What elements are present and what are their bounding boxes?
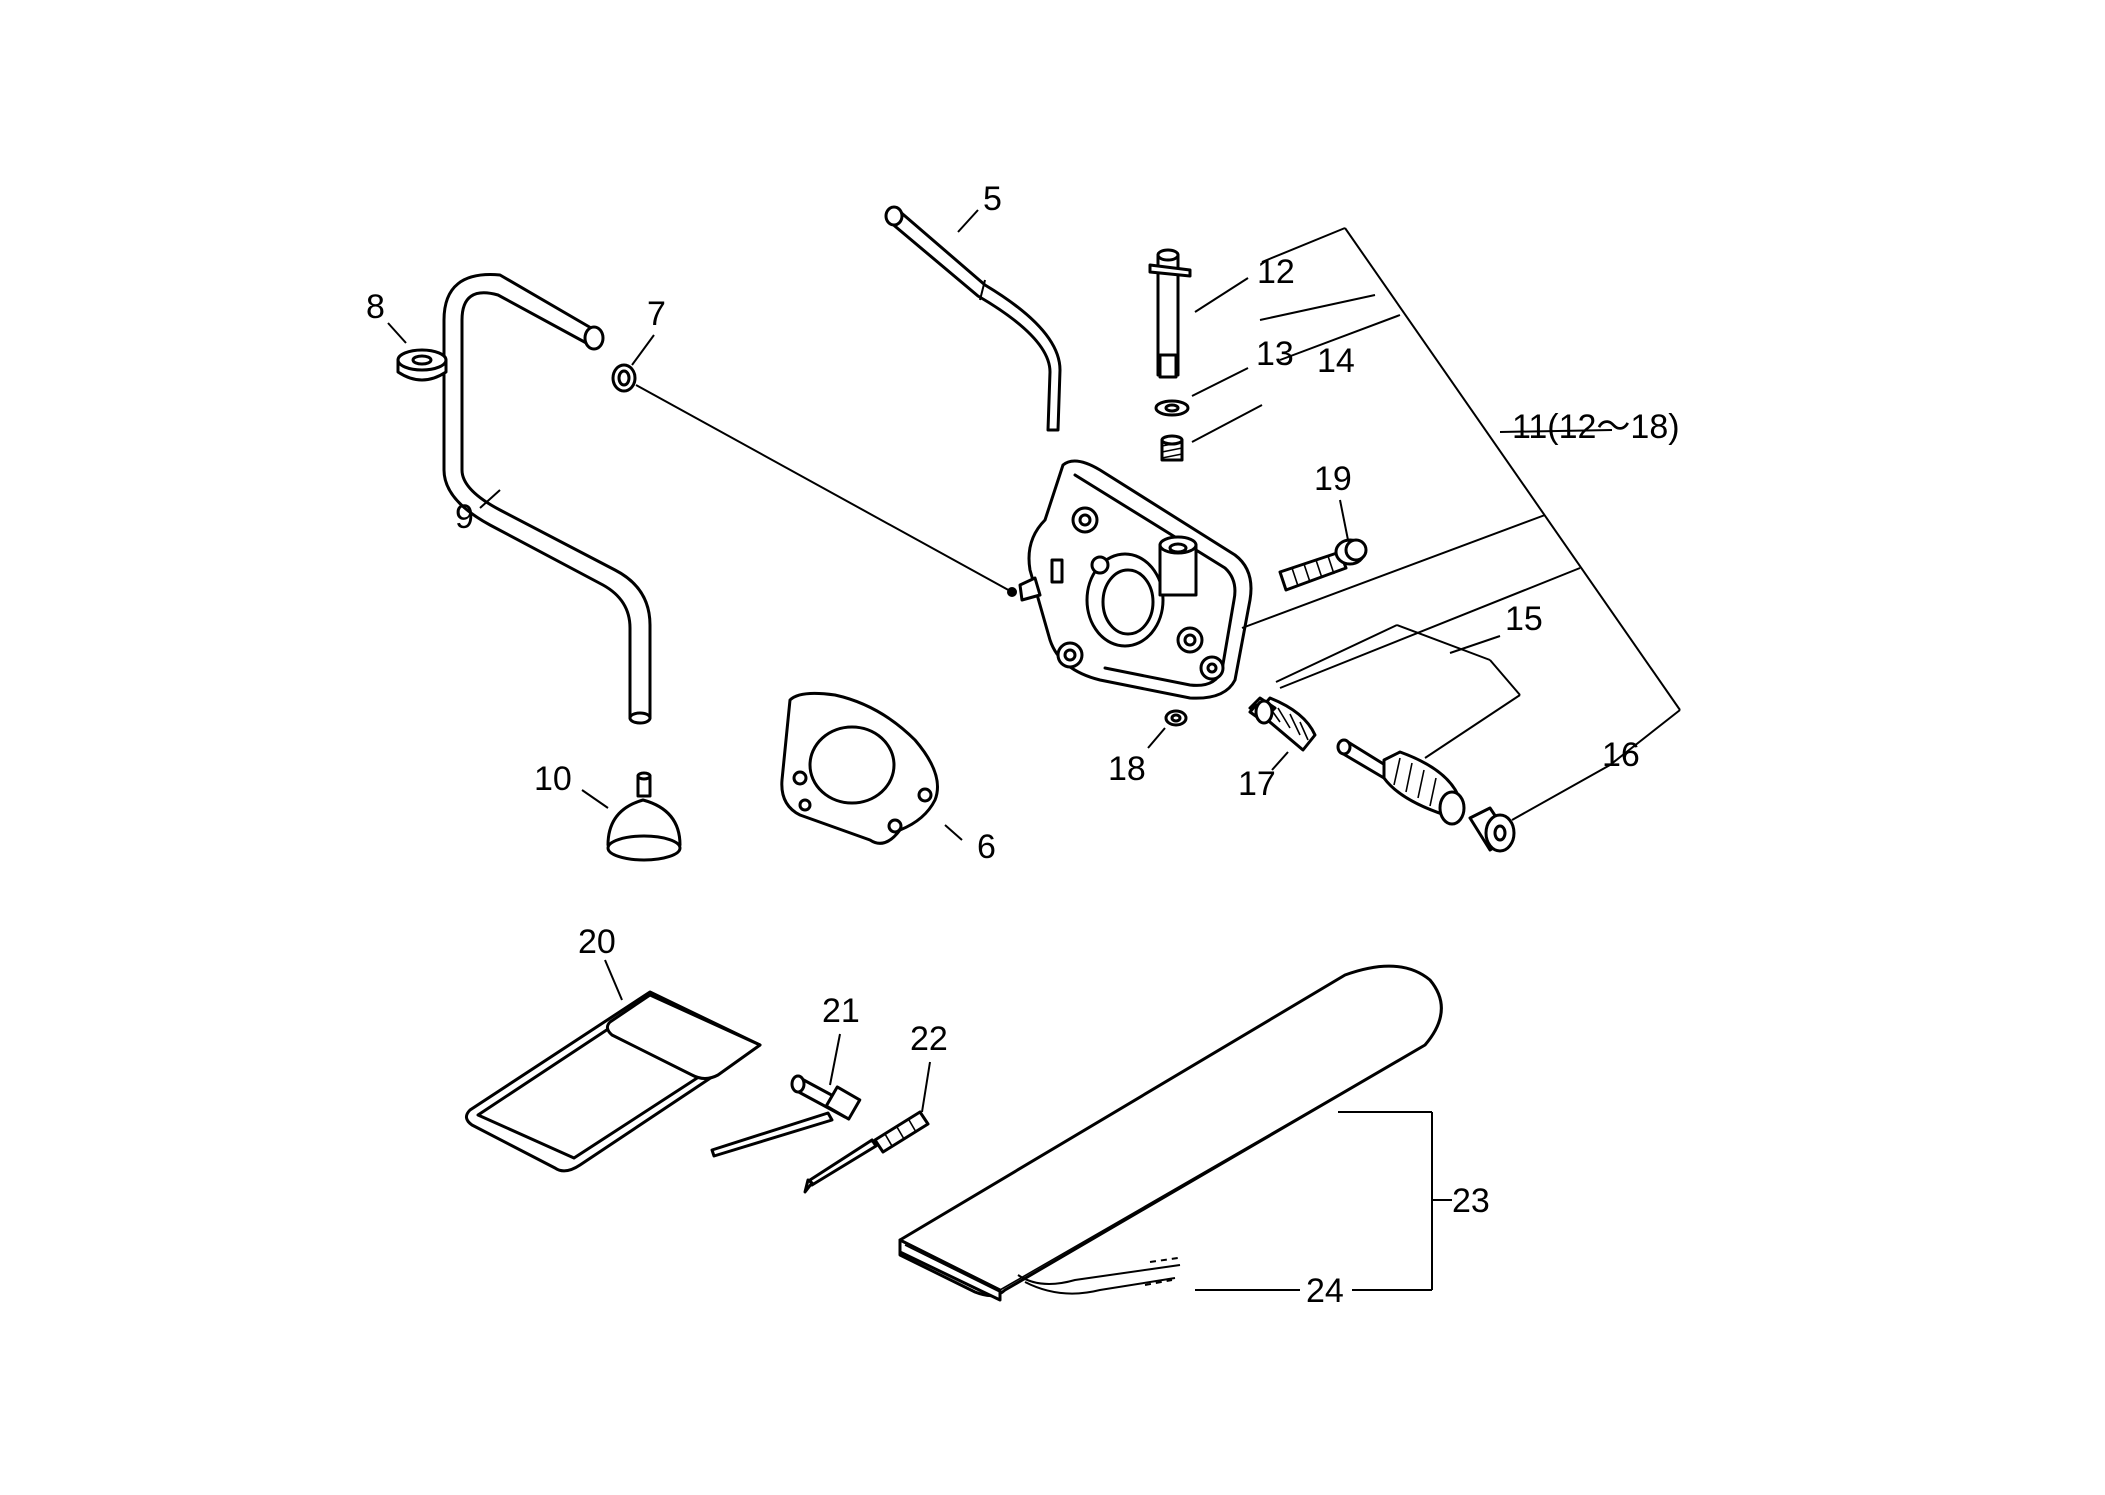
callout-12: 12 (1257, 253, 1295, 291)
callout-6: 6 (977, 828, 996, 866)
oil-pump-body (1007, 459, 1253, 700)
part-8-grommet (396, 348, 448, 382)
part-5-hose (884, 205, 1062, 432)
callout-22: 22 (910, 1020, 948, 1058)
part-14-spring (1160, 434, 1184, 462)
callout-8: 8 (366, 288, 385, 326)
part-24-cable (1017, 1257, 1181, 1295)
callout-labels: 5 6 7 8 9 10 11(12～18) 12 13 14 15 16 17… (366, 180, 1680, 1310)
callout-15: 15 (1505, 600, 1543, 638)
part-20-pouch (465, 990, 762, 1173)
callout-21: 21 (822, 992, 860, 1030)
leader-lines (387, 209, 1681, 1291)
callout-19: 19 (1314, 460, 1352, 498)
callout-23: 23 (1452, 1182, 1490, 1220)
part-12-plunger (1148, 248, 1192, 379)
callout-9: 9 (455, 498, 474, 536)
part-16-cap (1468, 806, 1516, 853)
part-17-bushing (1248, 699, 1274, 725)
part-7-o-ring (611, 363, 637, 393)
part-19-bolt (1278, 538, 1368, 592)
callout-24: 24 (1306, 1272, 1344, 1310)
callout-13: 13 (1256, 335, 1294, 373)
part-9-pipe (442, 273, 652, 725)
part-15-worm-shaft (1336, 738, 1466, 826)
callout-7: 7 (647, 295, 666, 333)
part-23-bar-cover (898, 964, 1443, 1302)
callout-17: 17 (1238, 765, 1276, 803)
part-6-gasket (780, 691, 939, 845)
callout-11: 11(12～18) (1512, 408, 1680, 446)
part-13-washer (1154, 399, 1190, 417)
part-22-screwdriver (803, 1110, 930, 1194)
callout-20: 20 (578, 923, 616, 961)
callout-18: 18 (1108, 750, 1146, 788)
callout-5: 5 (983, 180, 1002, 218)
part-18-washer (1164, 709, 1188, 727)
part-10-filter (606, 771, 682, 862)
callout-14: 14 (1317, 342, 1355, 380)
callout-16: 16 (1602, 736, 1640, 774)
callout-10: 10 (534, 760, 572, 798)
part-21-t-wrench (710, 1074, 862, 1158)
